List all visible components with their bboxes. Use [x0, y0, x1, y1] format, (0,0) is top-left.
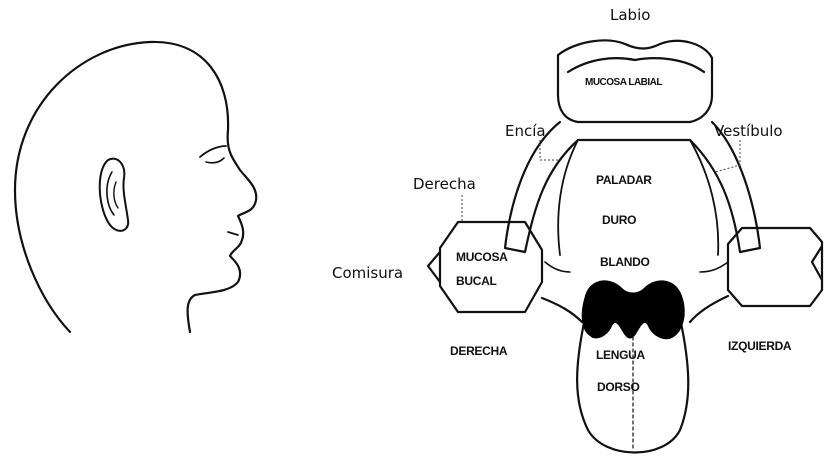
label-derecha: Derecha	[413, 177, 476, 192]
label-paladar: PALADAR	[596, 174, 652, 186]
label-labio: Labio	[610, 8, 650, 23]
head-profile-illustration	[15, 42, 256, 332]
lip-inner-curve	[568, 58, 704, 72]
gum-arch-inner	[558, 140, 718, 255]
gum-arch-outer	[505, 122, 760, 252]
label-mucosa-labial: MUCOSA LABIAL	[585, 78, 662, 88]
label-dorso: DORSO	[597, 381, 640, 393]
label-derecha-caps: DERECHA	[450, 345, 507, 357]
label-duro: DURO	[602, 214, 636, 226]
eye-line	[200, 146, 226, 157]
label-blando: BLANDO	[600, 256, 650, 268]
label-izquierda-caps: IZQUIERDA	[728, 340, 791, 352]
ear-inner	[107, 172, 114, 215]
ear-detail	[114, 182, 118, 208]
right-cheek-mucosa	[440, 222, 542, 312]
leader-encia	[540, 140, 560, 160]
label-lengua: LENGUA	[596, 349, 645, 361]
commissure-notch-left	[812, 246, 822, 280]
head-outline	[15, 42, 256, 332]
label-mucosa: MUCOSA	[456, 251, 508, 263]
mouth-line	[228, 232, 238, 235]
commissure-notch-right	[428, 252, 440, 282]
uvula-soft-palate	[582, 280, 685, 339]
eye-lid	[206, 158, 224, 163]
label-comisura: Comisura	[332, 266, 403, 281]
left-cheek-mucosa	[728, 228, 822, 306]
label-encia: Encía	[505, 124, 546, 139]
label-vestibulo: Vestíbulo	[714, 124, 783, 139]
label-bucal: BUCAL	[456, 275, 497, 287]
